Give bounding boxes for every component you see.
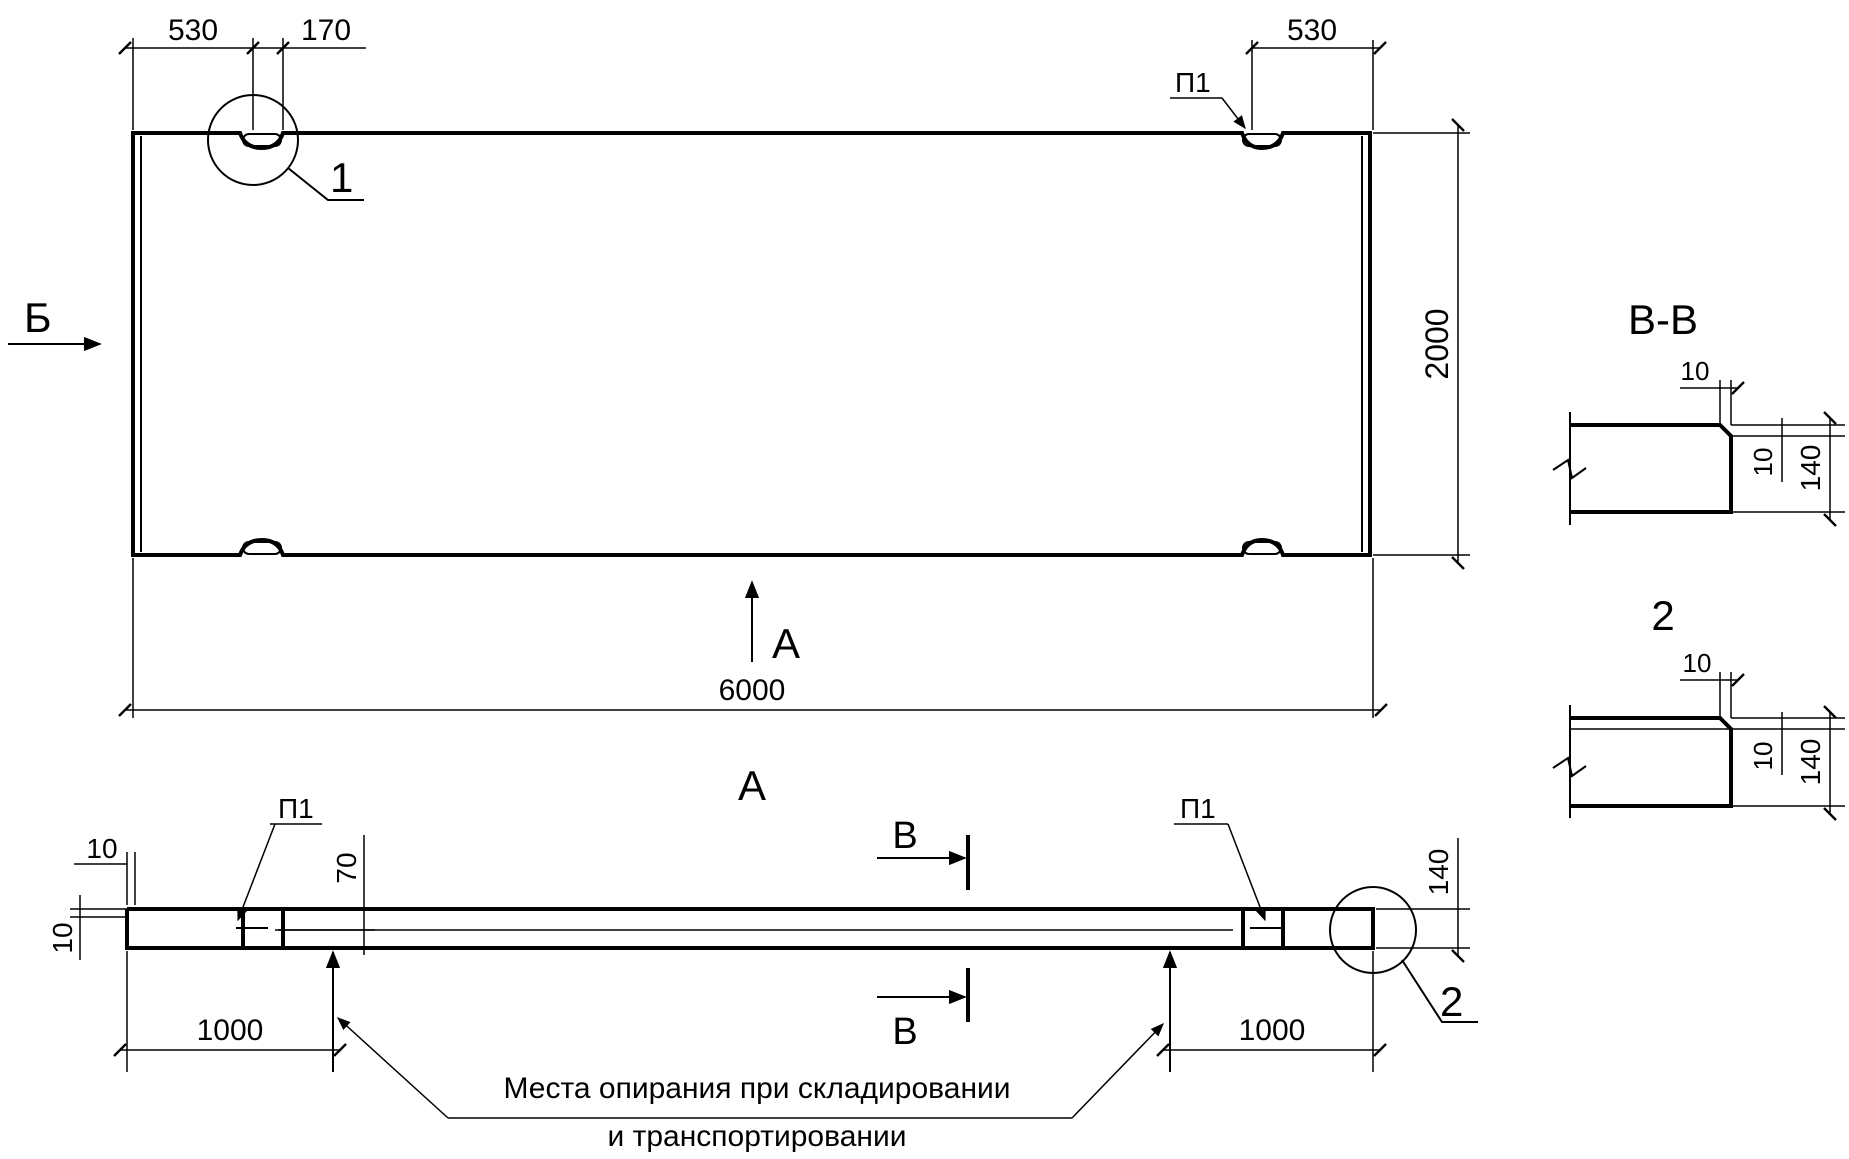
loop-recess-bottom-right <box>1242 541 1282 555</box>
callout-leader-1 <box>287 167 364 201</box>
leader-arrow <box>1227 823 1266 922</box>
dim-10-top: 10 <box>86 833 117 864</box>
detail-profile <box>1570 716 1733 808</box>
section-vv-title: В-В <box>1628 296 1698 343</box>
dim-top-left: 530 <box>168 14 218 47</box>
view-a: А П1 П1 10 10 70 140 2 <box>47 762 1478 1153</box>
break-symbol <box>1552 756 1587 778</box>
detail-2: 2 10 10 140 <box>1552 592 1845 821</box>
loop-label-left: П1 <box>278 793 314 824</box>
loop-recess-top-right <box>1242 133 1282 147</box>
vv-dim-10-a: 10 <box>1681 356 1710 386</box>
dim-140: 140 <box>1423 849 1454 896</box>
note-leader-right <box>1071 1023 1164 1119</box>
dim-70: 70 <box>331 852 362 883</box>
callout-2-label: 2 <box>1440 978 1463 1025</box>
dim-1000-left: 1000 <box>197 1014 264 1047</box>
dim-1000-right: 1000 <box>1239 1014 1306 1047</box>
callout-leader-2 <box>1401 959 1478 1023</box>
note-line-2: и транспортировании <box>608 1120 907 1153</box>
dim-width: 6000 <box>719 674 786 707</box>
loop-label-top: П1 <box>1175 67 1211 98</box>
view-arrow-a-label: А <box>772 620 800 667</box>
vv-dim-10-b: 10 <box>1748 448 1778 477</box>
loop-recess-bottom-left <box>242 541 282 555</box>
d2-dim-10-a: 10 <box>1683 648 1712 678</box>
vv-dim-140: 140 <box>1795 445 1826 492</box>
d2-dim-140: 140 <box>1795 739 1826 786</box>
dim-height: 2000 <box>1419 308 1455 379</box>
detail-2-title: 2 <box>1651 592 1674 639</box>
loop-label-right: П1 <box>1180 793 1216 824</box>
d2-dim-10-b: 10 <box>1748 742 1778 771</box>
section-mark-top: В <box>892 815 917 857</box>
section-mark-bottom: В <box>892 1011 917 1053</box>
section-profile <box>1570 423 1733 514</box>
slab-side-outline <box>125 907 1375 950</box>
dim-10-side: 10 <box>47 922 78 953</box>
note-leader-left <box>337 1017 449 1119</box>
leader-arrow <box>1221 97 1246 130</box>
slab-outline <box>131 131 1372 557</box>
section-vv: В-В 10 10 140 <box>1552 296 1845 527</box>
dim-top-mid: 170 <box>301 14 351 47</box>
leader-arrow <box>237 823 276 922</box>
dim-top-right: 530 <box>1287 14 1337 47</box>
callout-1-label: 1 <box>330 154 353 201</box>
loop-recess-top-left <box>242 133 282 147</box>
plan-view: 1 530 170 530 П1 2000 6000 А Б <box>8 14 1470 718</box>
view-a-title: А <box>738 762 766 809</box>
note-line-1: Места опирания при складировании <box>503 1072 1010 1105</box>
view-arrow-b-label: Б <box>24 294 52 341</box>
break-symbol <box>1552 458 1587 480</box>
